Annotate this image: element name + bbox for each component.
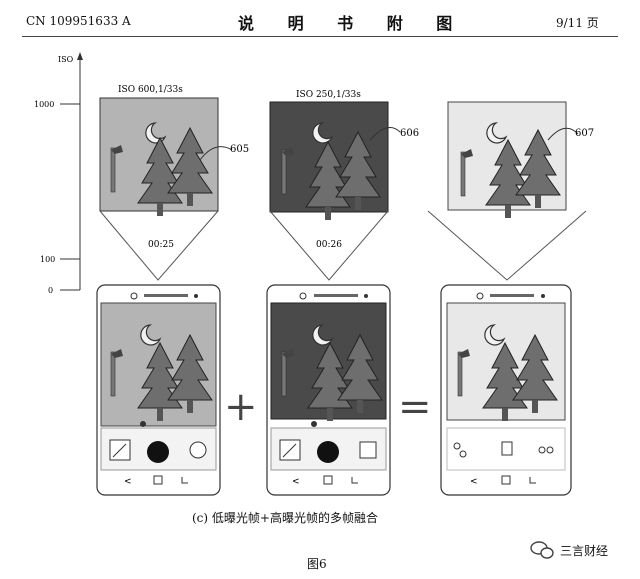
header-rule xyxy=(22,36,618,37)
frame-607-id: 607 xyxy=(575,128,594,139)
plus-operator: + xyxy=(224,384,258,430)
time-1: 00:25 xyxy=(148,240,174,250)
page-title: 说 明 书 附 图 xyxy=(238,14,467,33)
tick-1000: 1000 xyxy=(34,100,54,109)
svg-text:<: < xyxy=(124,477,132,487)
frame-605: ISO 600,1/33s 605 00:25 xyxy=(99,85,249,250)
phone-1: < xyxy=(96,284,221,496)
frame-605-id: 605 xyxy=(230,144,249,155)
patent-number: CN 109951633 A xyxy=(26,14,131,28)
axis-label: ISO xyxy=(58,55,74,64)
frame-606-exposure: ISO 250,1/33s xyxy=(296,90,361,100)
watermark-text: 三言财经 xyxy=(560,544,609,558)
iso-axis: ISO 1000 100 0 xyxy=(34,52,83,295)
svg-text:<: < xyxy=(470,477,478,487)
phone-3: < xyxy=(440,284,572,496)
projection-lines xyxy=(99,210,587,281)
figure-caption: (c) 低曝光帧+高曝光帧的多帧融合 xyxy=(192,511,378,525)
frame-606-id: 606 xyxy=(400,128,419,139)
phone-2: < xyxy=(266,284,391,496)
figure-label: 图6 xyxy=(307,557,327,571)
frame-605-exposure: ISO 600,1/33s xyxy=(118,85,183,95)
frame-607: 607 xyxy=(447,101,594,219)
time-2: 00:26 xyxy=(316,240,342,250)
equals-operator: = xyxy=(398,384,432,430)
tick-100: 100 xyxy=(40,255,55,264)
frame-606: ISO 250,1/33s 606 00:26 xyxy=(269,90,419,250)
svg-text:<: < xyxy=(292,477,300,487)
page-number: 9/11 页 xyxy=(556,16,599,30)
tick-0: 0 xyxy=(48,286,53,295)
watermark-chat-icon xyxy=(530,541,554,559)
